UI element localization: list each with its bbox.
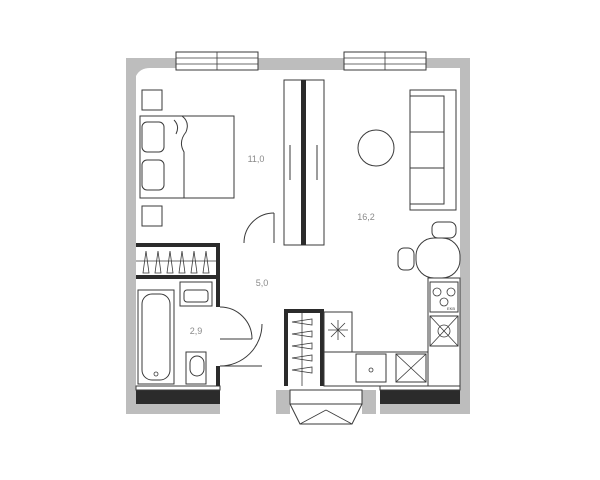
dining-table — [397, 221, 461, 279]
hanger-icon — [291, 330, 313, 338]
hanger-icon — [142, 250, 150, 274]
balcony-door — [289, 389, 363, 425]
bathtub — [137, 289, 175, 385]
toilet — [185, 351, 207, 385]
area-label-bedroom: 11,0 — [248, 154, 265, 164]
fridge — [323, 311, 353, 353]
window-right — [343, 51, 427, 71]
coffee-table — [357, 129, 395, 167]
hanger-icon — [202, 250, 210, 274]
bathroom-door — [219, 306, 253, 340]
hanger-icon — [166, 250, 174, 274]
hallway-closet — [291, 313, 313, 386]
exterior-walls — [126, 58, 470, 414]
bathroom-sink — [179, 281, 213, 307]
kitchen-sink — [355, 353, 387, 383]
nightstand-top — [141, 89, 163, 111]
oven — [429, 315, 459, 347]
area-label-hallway: 5,0 — [256, 278, 269, 288]
hanger-icon — [190, 250, 198, 274]
hanger-icon — [178, 250, 186, 274]
stove-label: EKB — [447, 306, 455, 311]
hanger-icon — [154, 250, 162, 274]
hanger-icon — [291, 318, 313, 326]
area-label-living: 16,2 — [357, 212, 375, 222]
bed — [139, 115, 235, 199]
hanger-icon — [291, 354, 313, 362]
bedroom-closet — [136, 250, 216, 274]
area-label-bathroom: 2,9 — [190, 326, 203, 336]
stove: EKB — [429, 281, 459, 313]
entrance-door — [219, 323, 263, 367]
nightstand-bottom — [141, 205, 163, 227]
bedroom-door — [243, 212, 275, 244]
hanger-icon — [291, 366, 313, 374]
sofa — [409, 89, 457, 211]
interior-walls — [136, 79, 325, 386]
hanger-icon — [291, 342, 313, 350]
dishwasher — [395, 353, 427, 383]
window-left — [175, 51, 259, 71]
